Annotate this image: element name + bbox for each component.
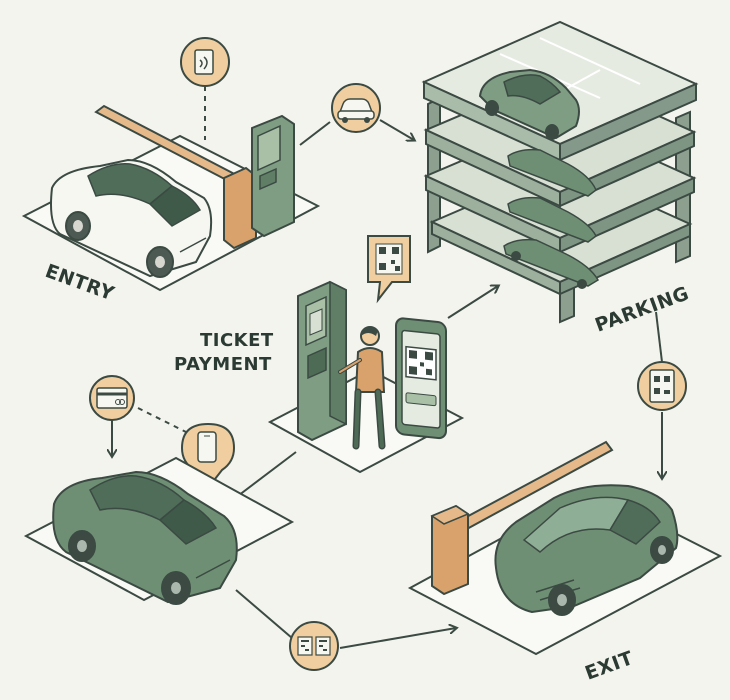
ticket-icon (637, 361, 687, 411)
smartphone-qr (395, 317, 447, 440)
dashed-card-to-phone (137, 407, 187, 433)
entry-station: ENTRY (21, 104, 321, 305)
entry-car (50, 158, 213, 278)
garage-car-level-2 (507, 148, 597, 197)
label-parking: PARKING (592, 282, 692, 336)
paid-car-station (23, 456, 295, 605)
exit-station (407, 440, 723, 656)
phone-icon (180, 422, 236, 490)
label-exit: EXIT (582, 647, 636, 685)
label-payment: PAYMENT (174, 354, 272, 375)
car-icon (331, 83, 381, 133)
label-ticket: TICKET (200, 330, 274, 351)
person-paying (338, 326, 386, 450)
arrow-payment-to-parking (447, 286, 498, 319)
arrow-car-icon-to-parking (379, 119, 414, 140)
parking-garage (421, 20, 699, 324)
flow-arrows (112, 86, 663, 649)
arrow-car-to-qr-icon (235, 589, 293, 639)
label-entry: ENTRY (42, 260, 117, 305)
credit-card-icon (89, 375, 135, 421)
arrow-parking-to-ticket-icon (655, 311, 663, 363)
arrow-entry-to-car-icon (299, 121, 331, 146)
garage-car-level-3 (507, 196, 597, 243)
garage-car-level-4 (503, 238, 600, 287)
qr-code-icon (367, 235, 411, 304)
nfc-card-icon (180, 37, 230, 87)
garage-roof-car (478, 68, 580, 140)
ticket-payment-station (267, 280, 465, 474)
exit-car (494, 484, 679, 616)
qr-pair-icon (289, 621, 339, 671)
paid-car (52, 470, 238, 605)
arrow-qr-icon-to-exit (339, 628, 456, 649)
